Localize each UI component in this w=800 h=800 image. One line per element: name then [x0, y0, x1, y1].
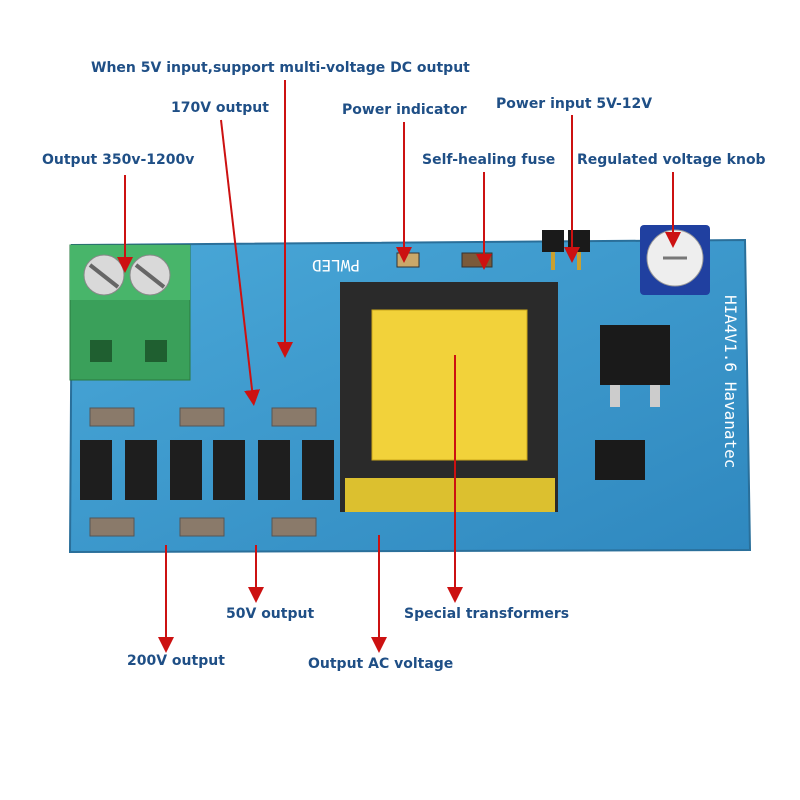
label-power-indicator: Power indicator [342, 102, 467, 118]
smd-capacitors [89, 407, 317, 537]
label-power-input: Power input 5V-12V [496, 96, 653, 112]
label-self-healing-fuse: Self-healing fuse [422, 152, 556, 168]
pwled-silk: PWLED [312, 256, 360, 275]
voltage-regulator [600, 325, 670, 407]
annotation-arrows [117, 80, 681, 653]
label-170v-output: 170V output [171, 100, 269, 116]
potentiometer [640, 225, 710, 295]
label-voltage-knob: Regulated voltage knob [577, 152, 766, 168]
label-special-transformers: Special transformers [404, 606, 570, 622]
header-pins [542, 230, 590, 270]
label-output-350-1200: Output 350v-1200v [42, 152, 195, 168]
screw-terminal [69, 244, 191, 381]
label-200v-output: 200V output [127, 653, 225, 669]
fuse [461, 252, 493, 268]
ic-chip [595, 440, 645, 480]
label-multi-voltage: When 5V input,support multi-voltage DC o… [91, 60, 470, 76]
label-output-ac: Output AC voltage [308, 656, 454, 672]
power-led [396, 252, 420, 268]
diode-array [80, 440, 334, 500]
model-silk: HIA4V1.6 Havanatec [721, 295, 740, 468]
label-50v-output: 50V output [226, 606, 315, 622]
transformer [340, 282, 558, 512]
